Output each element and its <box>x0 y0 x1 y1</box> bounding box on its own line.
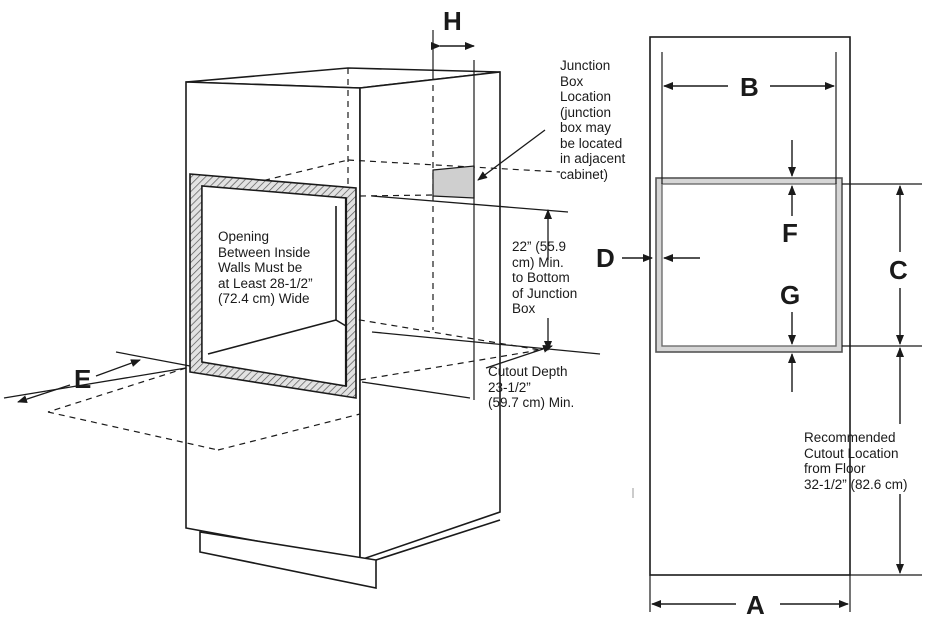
label-g: G <box>780 280 801 310</box>
note-line: in adjacent <box>560 151 626 166</box>
note-line: Recommended <box>804 430 896 445</box>
note-line: from Floor <box>804 461 866 476</box>
note-line: (72.4 cm) Wide <box>218 291 310 306</box>
cabinet-side-face <box>359 71 501 562</box>
note-line: Cutout Location <box>804 445 899 461</box>
note-line: to Bottom <box>512 270 570 285</box>
label-d: D <box>596 243 615 273</box>
note-line: (junction <box>560 104 612 120</box>
label-f: F <box>782 218 798 248</box>
note-line: at Least 28-1/2” <box>218 275 313 291</box>
note-line: Between Inside <box>218 244 311 260</box>
label-c: C <box>889 255 908 285</box>
note-line: cm) Min. <box>512 254 564 270</box>
floor-location-note: Recommended Cutout Location from Floor 3… <box>804 430 908 492</box>
note-line: 22” (55.9 <box>512 239 567 254</box>
oven-cutout-inner <box>661 183 837 347</box>
note-line: Opening <box>218 229 270 244</box>
note-line: Junction <box>560 58 611 73</box>
note-line: (59.7 cm) Min. <box>488 395 575 410</box>
cabinet-3d <box>3 30 601 589</box>
cabinet-toe-kick <box>199 531 377 589</box>
note-line: Box <box>512 301 536 316</box>
note-line: 32-1/2” (82.6 cm) <box>804 476 908 492</box>
note-line: cabinet) <box>560 166 609 182</box>
note-line: 23-1/2” <box>488 379 531 395</box>
label-e: E <box>74 364 92 394</box>
junction-box-note: Junction Box Location (junction box may … <box>560 58 625 182</box>
cutout-depth-note: Cutout Depth 23-1/2” (59.7 cm) Min. <box>488 364 574 411</box>
front-elevation <box>622 36 922 612</box>
label-b: B <box>740 72 759 102</box>
junction-box <box>432 165 475 199</box>
label-h: H <box>443 6 462 36</box>
note-line: Cutout Depth <box>488 364 568 379</box>
label-a: A <box>746 590 765 620</box>
note-line: Location <box>560 89 612 104</box>
note-line: box may <box>560 120 612 135</box>
note-line: Walls Must be <box>218 260 303 275</box>
note-line: Box <box>560 73 584 89</box>
min-distance-note: 22” (55.9 cm) Min. to Bottom of Junction… <box>512 239 577 317</box>
note-line: be located <box>560 135 623 151</box>
opening-width-note: Opening Between Inside Walls Must be at … <box>218 229 313 307</box>
note-line: of Junction <box>512 285 578 301</box>
